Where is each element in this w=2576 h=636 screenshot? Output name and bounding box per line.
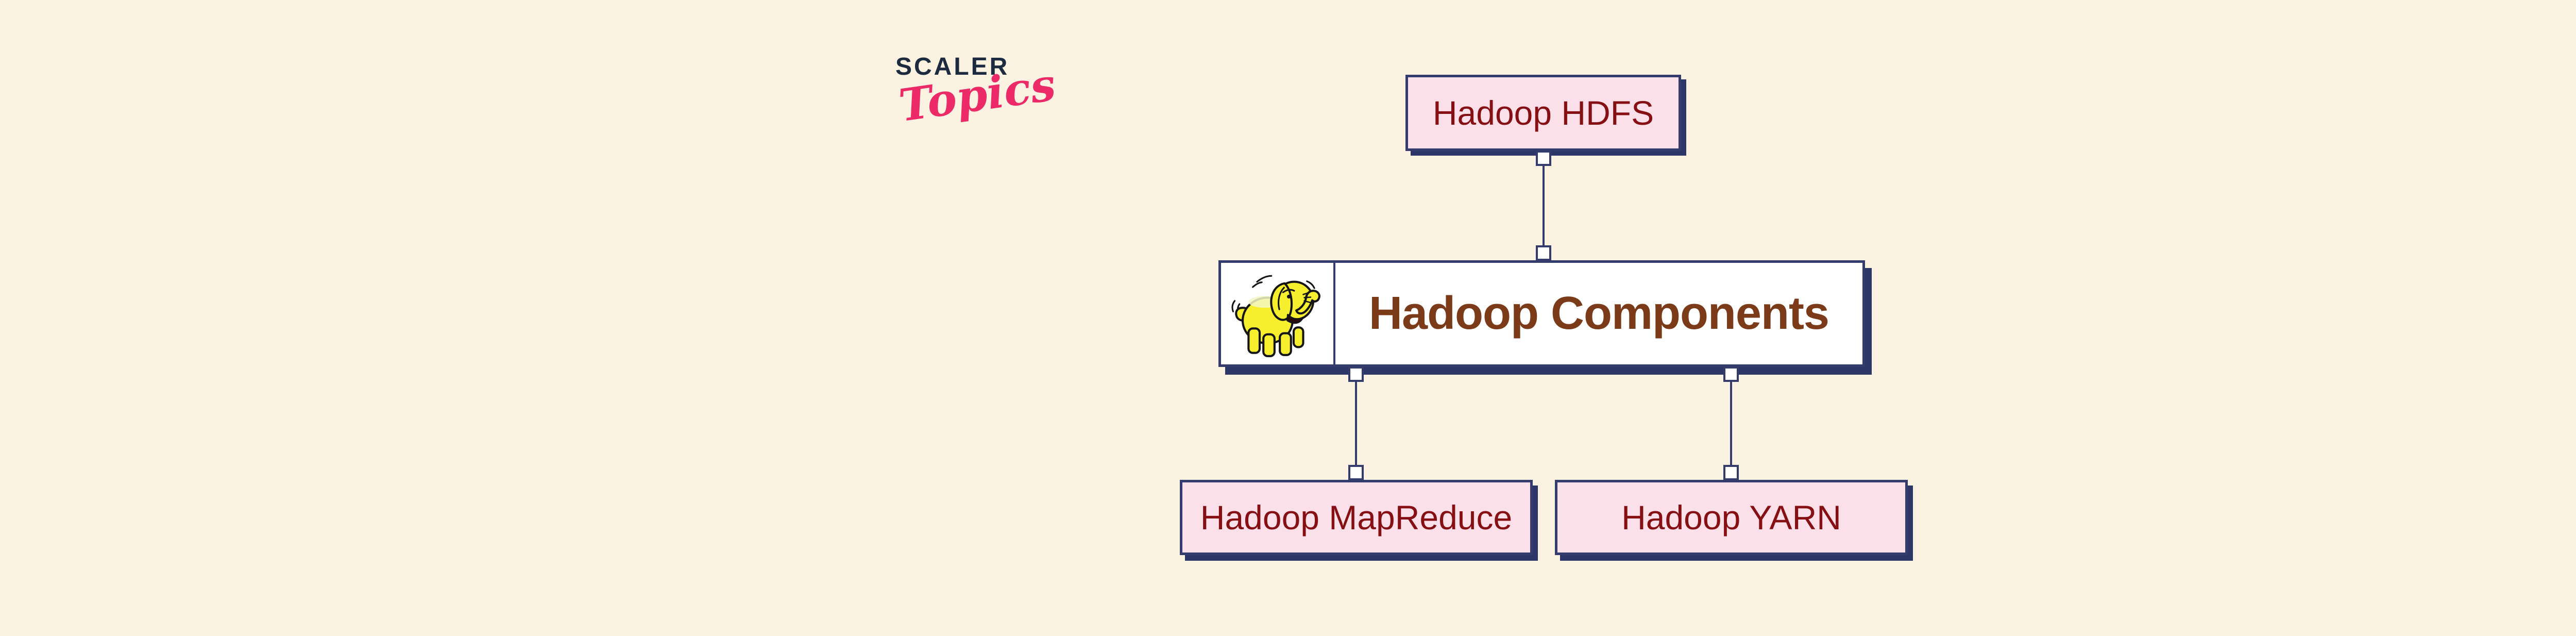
connector-line-components-mapreduce [1355,381,1357,466]
port-yarn-top [1723,465,1739,480]
hadoop-logo-cell [1221,263,1335,364]
node-hadoop-mapreduce-label: Hadoop MapReduce [1200,498,1513,537]
logo-brand-text: SCALER [895,53,1010,80]
connector-line-hdfs-components [1543,165,1545,246]
port-components-bottom-right [1723,366,1739,382]
port-mapreduce-top [1348,465,1364,480]
node-hadoop-components-label: Hadoop Components [1369,288,1829,339]
scaler-topics-logo: SCALER Topics [895,53,1060,132]
node-hadoop-yarn: Hadoop YARN [1555,480,1908,555]
hadoop-elephant-icon [1231,275,1320,357]
connector-line-components-yarn [1730,381,1732,466]
port-components-bottom-left [1348,366,1364,382]
node-hadoop-components: Hadoop Components [1218,260,1865,367]
node-hadoop-mapreduce: Hadoop MapReduce [1180,480,1533,555]
node-hadoop-hdfs-label: Hadoop HDFS [1432,94,1654,132]
node-hadoop-yarn-label: Hadoop YARN [1621,498,1841,537]
port-hdfs-bottom [1536,150,1551,166]
node-hadoop-hdfs: Hadoop HDFS [1405,75,1681,151]
port-components-top [1536,245,1551,261]
